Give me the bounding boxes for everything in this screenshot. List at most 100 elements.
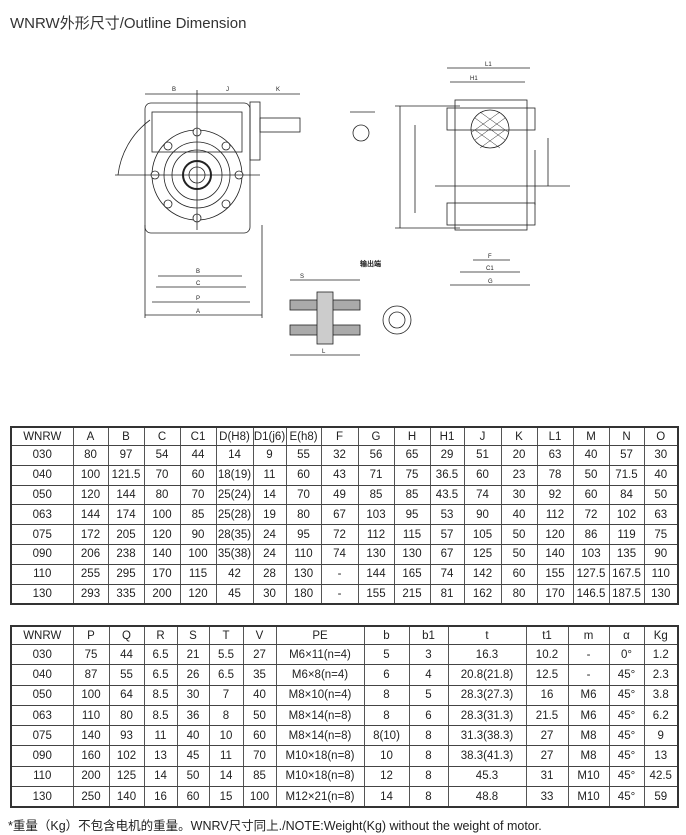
table-cell: 70 [285,485,322,506]
table-cell: 110 [10,564,74,585]
table-cell: 11 [143,725,178,747]
table-cell: 12.5 [525,664,569,686]
table-cell: 295 [107,564,145,585]
column-header: b [363,626,410,645]
table-cell: 040 [10,465,74,486]
label-c: C [196,281,201,287]
table-cell: 50 [500,544,538,565]
table-cell: 90 [643,544,679,565]
table-cell: 135 [608,544,645,565]
table-cell: 2.3 [643,664,679,686]
table-cell: - [567,664,610,686]
label-f: F [488,254,492,260]
table-cell: 187.5 [608,584,645,605]
table-cell: 72 [572,504,610,526]
label-h1: H1 [470,76,478,82]
table-cell: 8 [363,685,410,706]
table-cell: 172 [72,524,109,545]
table-cell: 35(38) [215,544,254,565]
table-cell: M12×21(n=8) [275,786,365,808]
column-header: S [176,626,210,645]
hollow-shaft-section [289,279,412,356]
table-cell: 24 [252,544,287,565]
table-cell: 6.5 [143,664,178,686]
table-cell: 57 [608,445,645,466]
table-cell: 45° [608,745,645,767]
table-cell: 40 [242,685,277,706]
table-cell: 45° [608,786,645,808]
table-cell: 50 [242,705,277,727]
column-header: K [500,427,538,446]
table-cell: M10×18(n=8) [275,745,365,767]
table-cell: 050 [10,485,74,506]
table-cell: 293 [72,584,109,605]
column-header: b1 [408,626,449,645]
table-cell: M8 [567,725,610,747]
column-header: t [447,626,527,645]
table-cell: 140 [143,544,181,565]
table-cell: 30 [176,685,210,706]
table-cell: 33 [525,786,569,808]
table-cell: 45.3 [447,766,527,788]
table-cell: 120 [179,584,217,605]
table-cell: 28.3(27.3) [447,685,527,706]
column-header: t1 [525,626,569,645]
table-cell: 57 [429,524,465,545]
table-cell: 8 [408,745,449,767]
table-cell: 110 [10,766,74,788]
table-cell: 27 [525,745,569,767]
table-cell: 78 [536,465,574,486]
column-header: V [242,626,277,645]
table-cell: 28.3(31.3) [447,705,527,727]
table-cell: 21 [176,644,210,666]
weight-note: *重量（Kg）不包含电机的重量。WNRV尺寸同上./NOTE:Weight(Kg… [8,819,542,833]
table-cell: 74 [320,544,359,565]
table-cell: 119 [608,524,645,545]
table-cell: 206 [72,544,109,565]
table-cell: 090 [10,544,74,565]
table-cell: M6 [567,705,610,727]
label-p: P [196,296,200,302]
table-cell: 250 [72,786,110,808]
table-cell: M6×11(n=4) [275,644,365,666]
table-cell: 125 [463,544,502,565]
table-cell: 063 [10,705,74,727]
table-cell: 45 [176,745,210,767]
table-cell: 5 [408,685,449,706]
table-cell: 030 [10,445,74,466]
table-cell: 40 [572,445,610,466]
table-cell: 80 [285,504,322,526]
table-cell: 54 [143,445,181,466]
table-cell: 60 [285,465,322,486]
table-cell: 9 [252,445,287,466]
table-cell: 92 [536,485,574,506]
table-cell: 55 [285,445,322,466]
table-cell: 144 [357,564,395,585]
table-cell: 14 [143,766,178,788]
table-cell: 8 [208,705,244,727]
table-cell: 335 [107,584,145,605]
table-cell: 110 [643,564,679,585]
table-cell: 130 [357,544,395,565]
table-cell: 8 [408,725,449,747]
column-header: P [72,626,110,645]
table-cell: 12 [363,766,410,788]
column-header: D1(j6) [252,427,287,446]
table-cell: M6 [567,685,610,706]
table-cell: 18(19) [215,465,254,486]
table-cell: 48.8 [447,786,527,808]
column-header: M [572,427,610,446]
table-cell: 74 [463,485,502,506]
label-a: A [196,309,200,315]
table-cell: 5.5 [208,644,244,666]
table-cell: 50 [176,766,210,788]
